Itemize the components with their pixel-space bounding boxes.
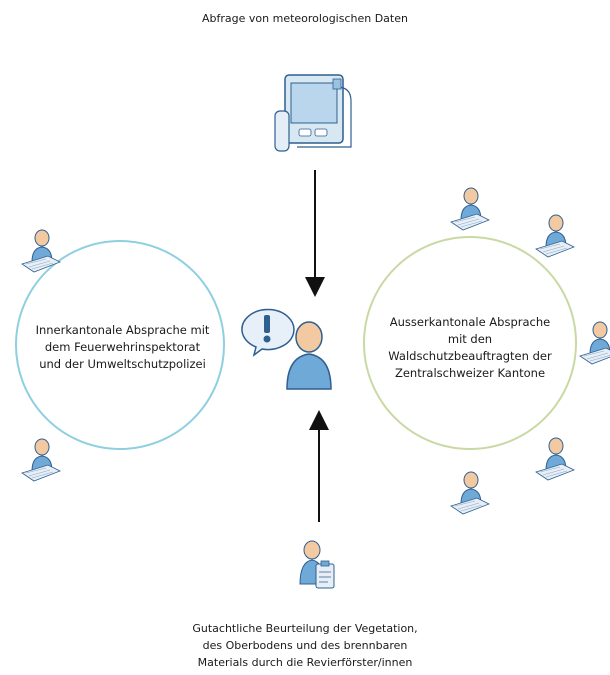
person-at-desk-icon — [579, 321, 610, 365]
bottom-label-line: des Oberbodens und des brennbaren — [202, 639, 408, 652]
person-at-desk-icon — [535, 214, 575, 258]
person-at-desk-icon — [450, 187, 490, 231]
left-label-line: Innerkantonale Absprache mit — [35, 323, 210, 337]
right-label-line: Waldschutzbeauftragten der — [388, 349, 552, 363]
right-label-line: Zentralschweizer Kantone — [394, 366, 546, 380]
person-at-desk-icon — [535, 437, 575, 481]
person-with-alert-icon — [241, 308, 332, 390]
right-circle — [363, 236, 577, 450]
left-circle-label: Innerkantonale Absprache mit dem Feuerwe… — [20, 322, 225, 373]
right-circle-label: Ausserkantonale Absprache mit den Waldsc… — [370, 314, 570, 382]
person-at-desk-icon — [21, 229, 61, 273]
person-at-desk-icon — [21, 438, 61, 482]
person-at-desk-icon — [450, 471, 490, 515]
bottom-label-line: Gutachtliche Beurteilung der Vegetation, — [192, 622, 418, 635]
bottom-label-line: Materials durch die Revierförster/innen — [197, 656, 413, 669]
top-label: Abfrage von meteorologischen Daten — [202, 12, 408, 25]
right-label-line: mit den — [447, 332, 493, 346]
right-label-line: Ausserkantonale Absprache — [389, 315, 551, 329]
bottom-label: Gutachtliche Beurteilung der Vegetation,… — [150, 620, 460, 671]
left-circle — [15, 240, 225, 450]
left-label-line: und der Umweltschutzpolizei — [39, 357, 206, 371]
person-with-clipboard-icon — [299, 540, 335, 589]
left-label-line: dem Feuerwehrinspektorat — [44, 340, 201, 354]
weather-station-icon — [274, 74, 352, 152]
